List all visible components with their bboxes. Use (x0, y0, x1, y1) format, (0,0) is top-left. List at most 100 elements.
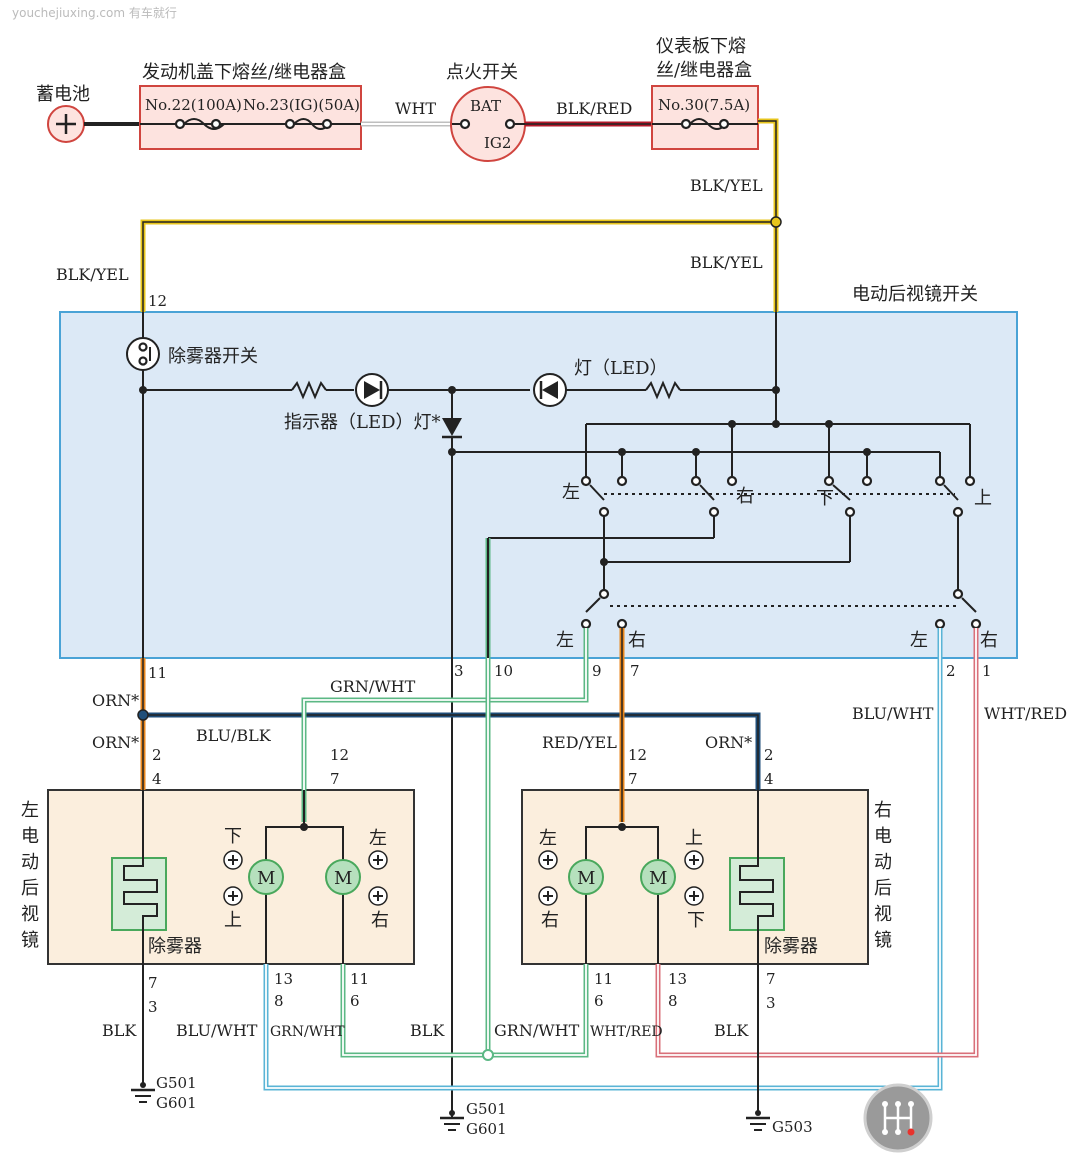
engine-box-label: 发动机盖下熔丝/继电器盒 (142, 62, 346, 83)
pin-13-right: 13 (668, 970, 687, 988)
wire-label-grn-wht-3: GRN/WHT (494, 1021, 580, 1040)
switch-left-lower: 左 (556, 630, 574, 651)
pin-1: 1 (982, 662, 992, 680)
right-defogger-label: 除雾器 (764, 936, 818, 957)
dash-box-label-2: 丝/继电器盒 (656, 60, 752, 81)
pin-11-left: 11 (350, 970, 369, 988)
right-label-left: 左 (539, 828, 557, 849)
pin-7-left-bottom: 7 (148, 974, 158, 992)
pin-12-left: 12 (330, 746, 349, 764)
pin-7-right: 7 (628, 770, 638, 788)
wire-label-blk-2: BLK (410, 1021, 445, 1040)
right-label-down: 下 (687, 910, 705, 931)
pin-13-left: 13 (274, 970, 293, 988)
wire-label-blu-wht-1: BLU/WHT (852, 704, 934, 723)
switch-box (59, 311, 1018, 659)
pin-4-right: 4 (764, 770, 774, 788)
ground-g601-left: G601 (156, 1094, 197, 1112)
pin-6-left: 6 (350, 992, 360, 1010)
lamp-label: 灯（LED） (574, 358, 668, 379)
switch-right-lower-2: 右 (980, 630, 998, 651)
right-motor-1-icon (568, 859, 604, 895)
pin-7-right-bottom: 7 (766, 970, 776, 988)
left-motor-2-label: M (334, 868, 352, 889)
pin-2-left: 2 (152, 746, 162, 764)
left-motor-1-icon (248, 859, 284, 895)
svg-text:右: 右 (874, 800, 892, 821)
ground-icon (440, 1110, 464, 1131)
wire-label-orn-1: ORN* (92, 691, 139, 710)
wire-label-blk-yel-1: BLK/YEL (690, 176, 763, 195)
wire-label-blk-yel-2: BLK/YEL (690, 253, 763, 272)
pin-7-left: 7 (330, 770, 340, 788)
battery-label: 蓄电池 (36, 84, 90, 105)
left-label-left: 左 (369, 828, 387, 849)
pin-8-right: 8 (668, 992, 678, 1010)
plus-icon (538, 850, 704, 906)
left-label-right: 右 (371, 910, 389, 931)
selector-switch-lower (580, 588, 982, 630)
pin-8-left: 8 (274, 992, 284, 1010)
defog-switch-label: 除雾器开关 (168, 346, 258, 367)
gearshift-logo-icon (863, 1083, 933, 1153)
pin-12-switch: 12 (148, 292, 167, 310)
svg-text:动: 动 (874, 852, 892, 873)
pin-12-right: 12 (628, 746, 647, 764)
left-mirror-title: 左 电 动 后 视 镜 (21, 800, 39, 951)
switch-right-lower: 右 (628, 630, 646, 651)
pin-10: 10 (494, 662, 513, 680)
svg-text:左: 左 (21, 800, 39, 821)
wire-label-blu-wht-2: BLU/WHT (176, 1021, 258, 1040)
pin-3: 3 (454, 662, 464, 680)
watermark: youchejiuxing.com 有车就行 (12, 5, 177, 20)
right-label-up: 上 (685, 828, 703, 849)
ground-g501-mid: G501 (466, 1100, 507, 1118)
left-defogger-icon (111, 857, 167, 931)
right-motor-1-label: M (577, 868, 595, 889)
pin-9: 9 (592, 662, 602, 680)
switch-up-upper: 上 (974, 488, 992, 509)
pin-6-right: 6 (594, 992, 604, 1010)
fuse-22-label: No.22(100A) (145, 96, 242, 114)
wire-label-blk-3: BLK (714, 1021, 749, 1040)
switch-right-upper: 右 (736, 486, 754, 507)
wire-label-blk-1: BLK (102, 1021, 137, 1040)
ground-icon (131, 1082, 155, 1103)
dash-box-label-1: 仪表板下熔 (656, 36, 746, 57)
pin-3-left-bottom: 3 (148, 998, 158, 1016)
right-label-right: 右 (541, 910, 559, 931)
svg-text:视: 视 (21, 904, 39, 925)
svg-text:视: 视 (874, 904, 892, 925)
svg-text:后: 后 (21, 878, 39, 899)
diode-icon (442, 418, 462, 436)
left-label-down: 下 (224, 826, 242, 847)
switch-left-upper: 左 (562, 482, 580, 503)
ground-g503: G503 (772, 1118, 813, 1136)
wire-label-blu-blk: BLU/BLK (196, 726, 272, 745)
fuse-23-label: No.23(IG)(50A) (243, 96, 360, 114)
pin-2: 2 (946, 662, 956, 680)
svg-text:后: 后 (874, 878, 892, 899)
svg-text:镜: 镜 (21, 930, 39, 951)
pin-2-right: 2 (764, 746, 774, 764)
wire-label-orn-2: ORN* (92, 733, 139, 752)
right-motor-2-label: M (649, 868, 667, 889)
blk-yel-wire (758, 118, 779, 312)
wire-label-red-yel: RED/YEL (542, 733, 617, 752)
svg-text:镜: 镜 (874, 930, 892, 951)
wire-label-wht: WHT (395, 99, 436, 118)
ground-g601-mid: G601 (466, 1120, 507, 1138)
switch-down-upper: 下 (816, 488, 834, 509)
ignition-label: 点火开关 (446, 62, 518, 83)
left-motor-2-icon (325, 859, 361, 895)
left-motor-1-label: M (257, 868, 275, 889)
fuse-30-label: No.30(7.5A) (658, 96, 750, 114)
left-defogger-label: 除雾器 (148, 936, 202, 957)
ignition-ig2-label: IG2 (484, 134, 511, 152)
pin-11-right: 11 (594, 970, 613, 988)
indicator-label: 指示器（LED）灯* (284, 412, 441, 433)
pin-4-left: 4 (152, 770, 162, 788)
left-label-up: 上 (224, 910, 242, 931)
wire-label-orn-3: ORN* (705, 733, 752, 752)
